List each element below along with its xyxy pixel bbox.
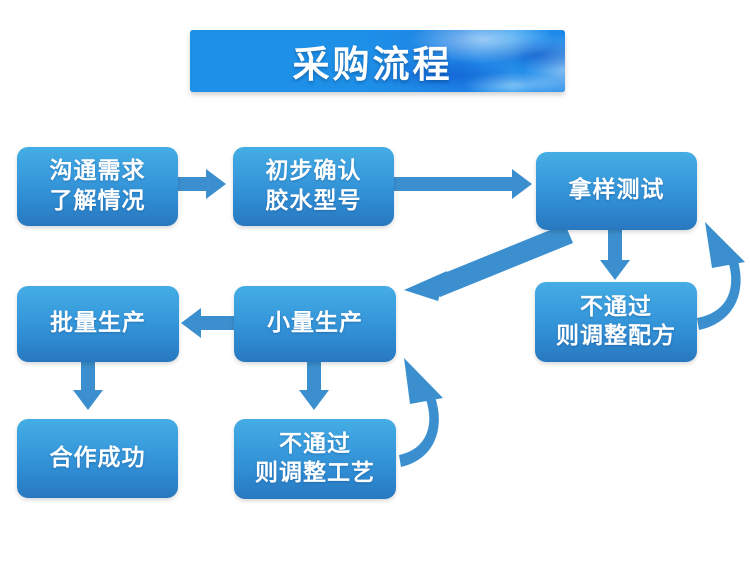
connector-smallbatch-to-mass-shaft: [200, 316, 234, 330]
connector-smallbatch-to-process-head: [299, 390, 329, 410]
node-small-batch-line1: 小量生产: [267, 310, 363, 337]
node-confirm-glue-line1: 初步确认: [265, 158, 362, 185]
connector-mass-to-cooperation-shaft: [81, 360, 95, 392]
page-title: 采购流程: [292, 43, 453, 86]
connector-confirm-to-sample-shaft: [394, 177, 514, 191]
node-adjust-formula-line1: 不通过: [580, 293, 652, 320]
node-adjust-formula-line2: 则调整配方: [556, 323, 676, 349]
node-confirm-glue-line2: 胶水型号: [265, 187, 362, 214]
connector-smallbatch-to-mass-head: [181, 308, 201, 338]
connector-mass-to-cooperation-head: [73, 390, 103, 410]
connector-confirm-to-sample-head: [512, 169, 532, 199]
node-cooperation[interactable]: 合作成功: [17, 419, 178, 498]
node-communicate[interactable]: 沟通需求 了解情况: [17, 147, 178, 226]
node-adjust-process-line2: 则调整工艺: [255, 460, 375, 486]
node-adjust-process[interactable]: 不通过 则调整工艺: [234, 419, 396, 499]
node-communicate-line1: 沟通需求: [49, 158, 146, 185]
node-small-batch[interactable]: 小量生产: [234, 286, 396, 362]
connector-communicate-to-confirm-shaft: [178, 177, 208, 191]
connector-sample-to-formula-head: [600, 260, 630, 280]
node-adjust-formula[interactable]: 不通过 则调整配方: [535, 282, 697, 362]
node-mass-produce[interactable]: 批量生产: [17, 286, 179, 362]
node-adjust-process-line1: 不通过: [279, 430, 351, 457]
node-cooperation-line1: 合作成功: [49, 444, 146, 471]
node-sample-test-line1: 拿样测试: [568, 177, 665, 204]
node-confirm-glue[interactable]: 初步确认 胶水型号: [233, 147, 394, 226]
banner-water-texture: [190, 30, 565, 92]
node-mass-produce-line1: 批量生产: [50, 310, 146, 337]
node-sample-test[interactable]: 拿样测试: [536, 152, 697, 230]
connector-formula-to-sample: [697, 222, 745, 330]
title-banner: 采购流程: [190, 30, 565, 92]
node-communicate-line2: 了解情况: [49, 187, 146, 214]
connector-process-to-smallbatch: [399, 358, 443, 467]
connector-sample-to-formula-shaft: [608, 228, 622, 262]
connector-smallbatch-to-process-shaft: [307, 360, 321, 392]
connector-communicate-to-confirm-head: [206, 169, 226, 199]
